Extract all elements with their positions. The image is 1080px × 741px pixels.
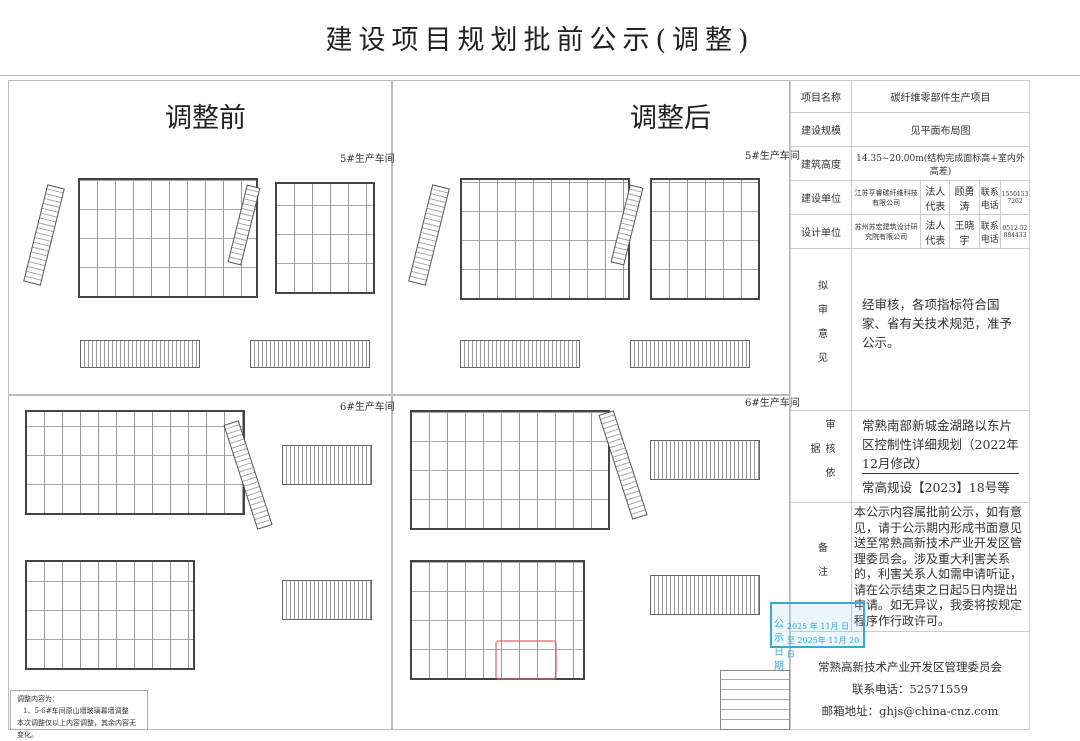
page-title: 建设项目规划批前公示(调整) <box>0 0 1080 76</box>
footer-org: 常熟高新技术产业开发区管理委员会 <box>818 659 1002 674</box>
label-scale: 建设规模 <box>790 112 852 147</box>
designer-name: 苏州苏宏建筑设计研究院有限公司 <box>850 214 922 249</box>
stamp-label: 公示日期 <box>774 619 784 672</box>
designer-rep-label: 法人代表 <box>920 214 951 249</box>
elevation-6-before-2 <box>282 580 372 620</box>
review-stamp-table <box>720 670 790 730</box>
label-designer: 设计单位 <box>790 214 852 249</box>
builder-rep: 顾勇涛 <box>949 180 980 215</box>
header-after: 调整后 <box>630 103 711 134</box>
label-builder: 建设单位 <box>790 180 852 215</box>
footer-email: 邮箱地址：ghjs@china-cnz.com <box>821 703 999 718</box>
builder-rep-label: 法人代表 <box>920 180 951 215</box>
panel-after-6 <box>392 395 790 730</box>
elevation-6-before <box>282 445 372 485</box>
value-project-name: 碳纤维零部件生产项目 <box>851 80 1030 113</box>
builder-name: 江苏亨睿碳纤维科技有限公司 <box>850 180 922 215</box>
elevation-6-after <box>650 440 760 480</box>
notes-summary: 本次调整仅以上内容调整，其余内容无变化。 <box>17 719 136 739</box>
building-6-label-after: 6#生产车间 <box>745 398 800 409</box>
remarks-text: 本公示内容属批前公示，如有意见，请于公示期内形成书面意见送至常熟高新技术产业开发… <box>851 502 1030 632</box>
label-project-name: 项目名称 <box>790 80 852 113</box>
header-before: 调整前 <box>165 103 246 134</box>
building-6-label-before: 6#生产车间 <box>340 402 395 413</box>
elevation-5-after-2 <box>630 340 750 368</box>
value-scale: 见平面布局图 <box>851 112 1030 147</box>
panel-after-5 <box>392 80 790 395</box>
stamp-line2: 至 2025年 11月 20日 <box>786 636 860 659</box>
basis-line1: 常熟南部新城金湖路以东片区控制性详细规划（2022年12月修改） <box>862 416 1019 474</box>
elevation-5-before <box>80 340 200 368</box>
panel-before-6 <box>8 395 392 730</box>
floor-plan-6-before <box>25 410 245 515</box>
notes-item: 1、5-6#车间原山墙玻璃幕墙调整 <box>23 707 129 715</box>
label-height: 建筑高度 <box>790 146 852 181</box>
builder-phone-label: 联系电话 <box>978 180 1002 215</box>
builder-phone: 15501537262 <box>1000 180 1030 215</box>
floor-plan-5-before <box>78 178 258 298</box>
elevation-6-after-2 <box>650 575 760 615</box>
footer-phone: 联系电话：52571559 <box>851 681 969 696</box>
notes-title: 调整内容为： <box>17 695 59 703</box>
label-remarks: 备注 <box>815 541 827 590</box>
designer-phone-label: 联系电话 <box>978 214 1002 249</box>
designer-rep: 王晓宇 <box>949 214 980 249</box>
floor-plan-5-before-roof <box>275 182 375 294</box>
label-basis: 审核依据 <box>808 419 834 491</box>
floor-plan-5-after <box>460 178 630 300</box>
basis-line2: 常高规设【2023】18号等 <box>862 480 1010 495</box>
building-5-label-before: 5#生产车间 <box>340 154 395 165</box>
elevation-5-after <box>460 340 580 368</box>
floor-plan-6-before-2 <box>25 560 195 670</box>
publicity-date-stamp: 公示日期 2025 年 11月 日 至 2025年 11月 20日 <box>770 602 865 672</box>
elevation-5-before-2 <box>250 340 370 368</box>
designer-phone: 0512-52884433 <box>1000 214 1030 249</box>
building-5-label-after: 5#生产车间 <box>745 151 800 162</box>
opinion-text: 经审核，各项指标符合国家、省有关技术规范，准予公示。 <box>851 248 1030 411</box>
value-height: 14.35~20.00m(结构完成面标高+室内外高差) <box>851 146 1030 181</box>
red-seal <box>495 640 557 680</box>
floor-plan-6-after <box>410 410 610 530</box>
adjustment-notes: 调整内容为： 1、5-6#车间原山墙玻璃幕墙调整 本次调整仅以上内容调整，其余内… <box>10 690 148 739</box>
floor-plan-5-after-roof <box>650 178 760 300</box>
panel-before-5 <box>8 80 392 395</box>
label-opinion: 拟审意见 <box>815 280 827 376</box>
stamp-line1: 2025 年 11月 日 <box>786 622 850 631</box>
